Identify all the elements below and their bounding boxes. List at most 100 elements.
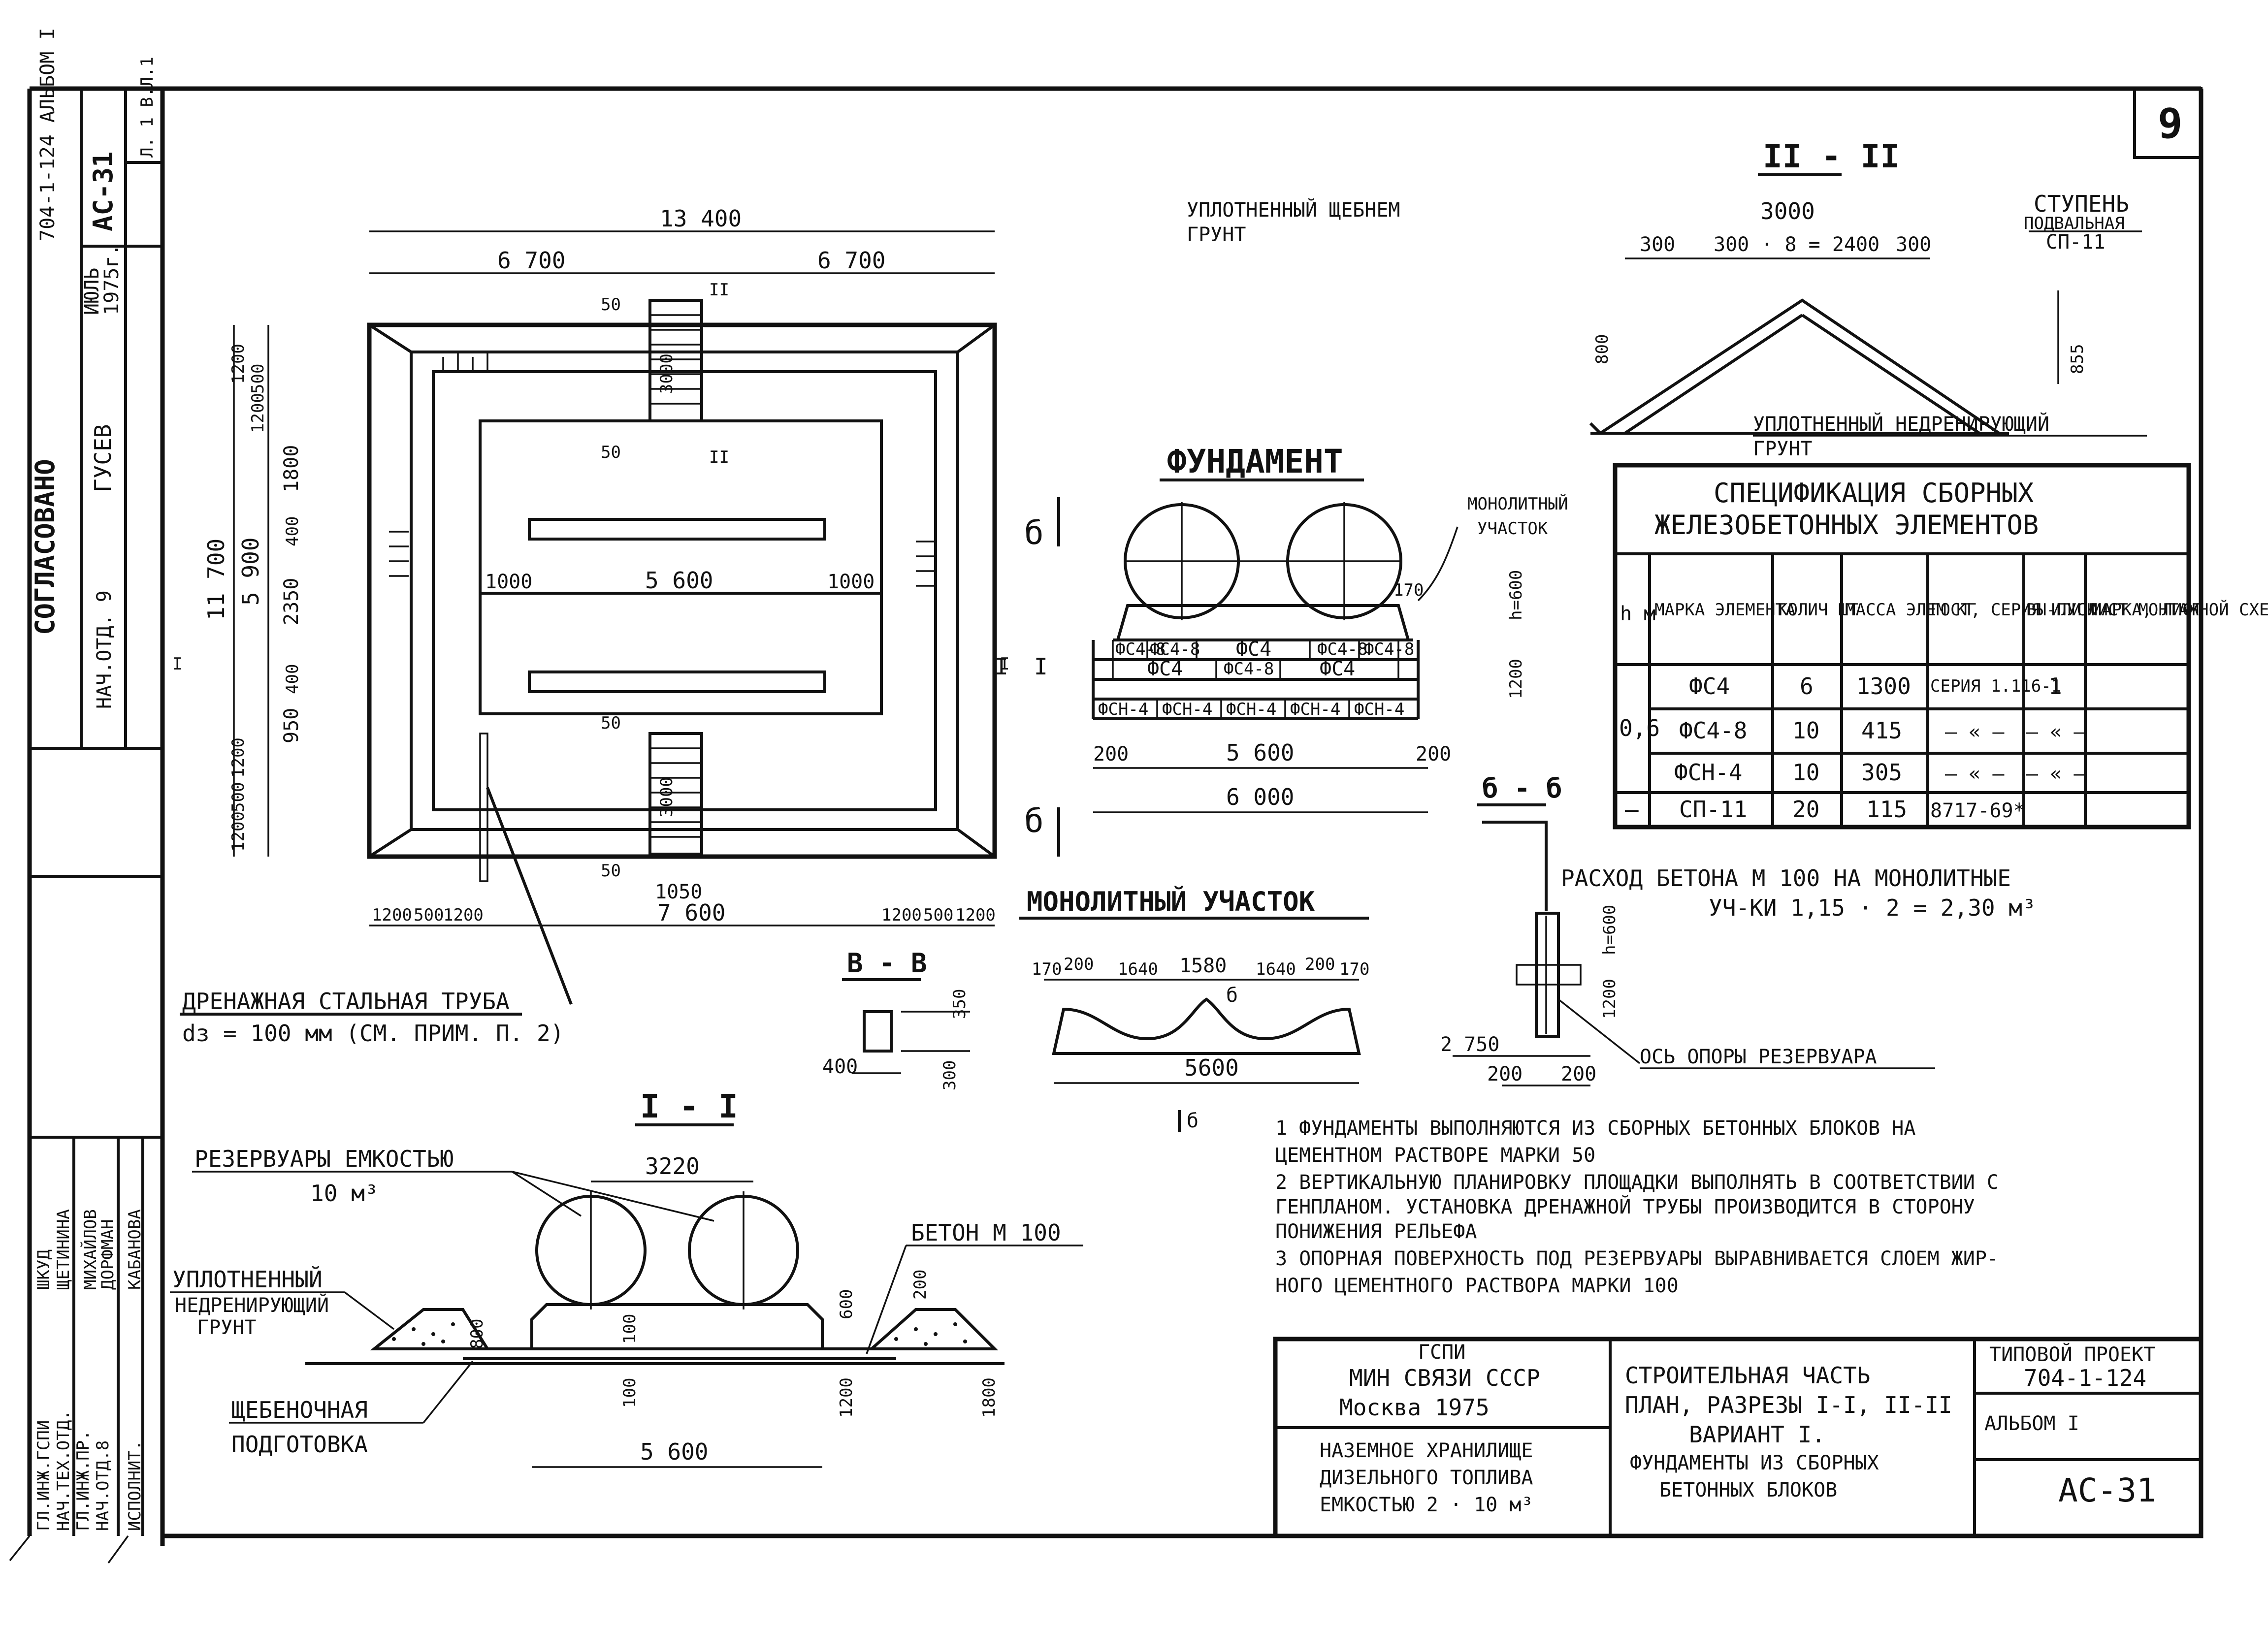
note-line-7: НОГО ЦЕМЕНТНОГО РАСТВОРА МАРКИ 100 — [1275, 1275, 1679, 1297]
section-1-title: I - I — [640, 1087, 738, 1125]
m-dim-1640a: 1640 — [1118, 959, 1158, 979]
stair-dim-1050: 1050 — [655, 881, 702, 903]
spec-header-sheet: ЛИСТ МОНТАЖНОЙ СХЕМЫ — [2088, 600, 2268, 620]
plan-dim-b6: 500 — [923, 905, 953, 925]
plan-dim-m1: 1000 — [485, 571, 532, 593]
plan-dim-b1: 1200 — [372, 905, 412, 925]
plan-dim-l4: 2350 — [280, 578, 303, 625]
step-label-2: ПОДВАЛЬНАЯ — [2024, 214, 2125, 233]
spec-r4-mass: 115 — [1866, 796, 1907, 823]
title-sheet-code: АС-31 — [2058, 1471, 2156, 1509]
plan-dim-b2: 500 — [414, 905, 444, 925]
foundation-view: ФУНДАМЕНТ ФС4-8 ФС4-8 ФС4 ФС4-8 ФС4-8 ФС… — [995, 443, 1568, 857]
name-3: МИХАЙЛОВ — [80, 1209, 100, 1290]
spec-r1-qty: 6 — [1800, 673, 1814, 700]
support-axis-label: ОСЬ ОПОРЫ РЕЗЕРВУАРА — [1640, 1046, 1877, 1068]
block-mid-3: ФС4 — [1320, 658, 1355, 680]
f-dim-200a: 200 — [1093, 743, 1129, 766]
concrete-note: РАСХОД БЕТОНА М 100 НА МОНОЛИТНЫЕ УЧ-КИ … — [1561, 865, 2036, 921]
plan-dim-m2: 5 600 — [645, 567, 713, 594]
stair-dim-50b: 50 — [601, 443, 621, 462]
spec-r3-mark: ФСН-4 — [1674, 759, 1742, 786]
album: АЛЬБОМ I — [1984, 1412, 2079, 1435]
part-5: БЕТОННЫХ БЛОКОВ — [1659, 1479, 1837, 1501]
s2-dim-800: 800 — [1592, 334, 1612, 364]
block-low-1: ФСН-4 — [1098, 700, 1148, 719]
stair-dim-50c: 50 — [601, 713, 621, 733]
s2-dim-855: 855 — [2068, 344, 2087, 374]
block-top-1: ФС4-8 — [1115, 639, 1166, 659]
sheet-frame — [9, 86, 2203, 1564]
name-5: КАБАНОВА — [125, 1209, 145, 1290]
b-dim-1200: 1200 — [1600, 979, 1620, 1019]
b-dim-h600: h=600 — [1600, 905, 1620, 955]
plan-dim-l8: 1200 — [228, 811, 248, 852]
agreed-label: СОГЛАСОВАНО — [30, 459, 61, 635]
step-label-3: СП-11 — [2046, 231, 2105, 254]
s2-soil-1: УПЛОТНЕННЫЙ НЕДРЕНИРУЮЩИЙ — [1753, 412, 2049, 436]
s1-dim-5600: 5 600 — [640, 1438, 708, 1465]
note-line-2: ЦЕМЕНТНОМ РАСТВОРЕ МАРКИ 50 — [1275, 1144, 1595, 1167]
sheet-number: 9 — [2158, 99, 2183, 148]
section-v-v: В - В 350 400 300 — [822, 948, 970, 1090]
plan-dim-b4: 7 600 — [657, 899, 725, 926]
m-dim-1580: 1580 — [1179, 955, 1227, 977]
plan-dim-height: 11 700 — [203, 539, 229, 620]
s1-dim-600: 600 — [837, 1289, 856, 1319]
note-line-1: 1 ФУНДАМЕНТЫ ВЫПОЛНЯЮТСЯ ИЗ СБОРНЫХ БЕТО… — [1275, 1117, 1915, 1140]
s2-dim-a: 300 — [1640, 233, 1675, 256]
block-low-2: ФСН-4 — [1162, 700, 1212, 719]
spec-header-mass: МАССА ЭЛЕМ КГ — [1846, 600, 1976, 620]
m-dim-170b: 170 — [1339, 959, 1369, 979]
spec-r4-h: — — [1625, 796, 1639, 823]
block-top-3: ФС4 — [1236, 638, 1271, 661]
section-1-1: I - I 3220 5 600 800 100 100 600 200 120… — [170, 1087, 1083, 1468]
stair-treads-top — [650, 314, 702, 405]
spec-r1-h: 0,6 — [1619, 715, 1660, 741]
project-code: 704-1-124 АЛЬБОМ I — [36, 28, 59, 241]
signatures-block: ГЛ.ИНЖ.ГСПИ НАЧ.ТЕХ.ОТД. ГЛ.ИНЖ.ПР. НАЧ.… — [34, 1209, 145, 1531]
section-b-b: б - б h=600 1200 2 750 200 200 ОСЬ ОПОРЫ… — [1440, 773, 1935, 1086]
spec-r2-qty: 10 — [1792, 717, 1819, 744]
pipe-label-1: ДРЕНАЖНАЯ СТАЛЬНАЯ ТРУБА — [182, 988, 510, 1015]
f-dim-1200: 1200 — [1506, 659, 1526, 699]
note-line-6: 3 ОПОРНАЯ ПОВЕРХНОСТЬ ПОД РЕЗЕРВУАРЫ ВЫР… — [1275, 1247, 1999, 1270]
spec-r3-mass: 305 — [1861, 759, 1902, 786]
f-mark-i-right: I — [1034, 653, 1048, 680]
org-2: МИН СВЯЗИ СССР — [1349, 1365, 1540, 1391]
notes: 1 ФУНДАМЕНТЫ ВЫПОЛНЯЮТСЯ ИЗ СБОРНЫХ БЕТО… — [1275, 1117, 1999, 1297]
f-dim-h600: h=600 — [1506, 570, 1526, 620]
left-stamp: СОГЛАСОВАНО НАЧ.ОТД. 9 ГУСЕВ 704-1-124 А… — [30, 28, 2183, 1531]
s2-dim-b: 300 · 8 = 2400 — [1714, 233, 1879, 256]
stamp-sheet-code: АС-31 — [88, 151, 119, 231]
spec-header-gost: ГОСТ, СЕРИЯ ИЛИ МАРКА, ЛИСТ — [1930, 600, 2203, 620]
plan-section-mark-2: I — [1000, 654, 1009, 674]
stair-treads-bottom — [650, 747, 702, 838]
plan-dim-l12: 400 — [283, 516, 302, 546]
tanks-label-1: РЕЗЕРВУАРЫ ЕМКОСТЬЮ — [194, 1146, 454, 1172]
s1-soil-3: ГРУНТ — [197, 1316, 256, 1339]
name-2: ЩЕТИНИНА — [54, 1209, 73, 1290]
stamp-year: 1975г. — [100, 244, 123, 316]
spec-r3-gost: — « — — [1945, 763, 2005, 785]
b-dim-200a: 200 — [1487, 1063, 1523, 1085]
s1-soil-2: НЕДРЕНИРУЮЩИЙ — [175, 1293, 329, 1317]
s1-dim-100b: 100 — [620, 1378, 640, 1408]
org-3: Москва 1975 — [1339, 1394, 1490, 1421]
title-block: ГСПИ МИН СВЯЗИ СССР Москва 1975 НАЗЕМНОЕ… — [1273, 1337, 2203, 1538]
stair-dim-50a: 50 — [601, 295, 621, 315]
spec-r4-qty: 20 — [1792, 796, 1819, 823]
block-top-5: ФС4-8 — [1364, 639, 1414, 659]
stamp-month: ИЮЛЬ — [81, 268, 103, 315]
plan-section-mark-4: II — [709, 447, 729, 467]
plan-section-mark-1: I — [172, 654, 182, 674]
plan-dim-b5: 1200 — [881, 905, 922, 925]
stair-dim-top: 3000 — [657, 353, 677, 394]
f-mark-b-top: б — [1024, 514, 1044, 552]
spec-r1-mass: 1300 — [1856, 673, 1911, 700]
stair-dim-bottom: 3000 — [657, 777, 677, 817]
monolith-label-2: УЧАСТОК — [1477, 519, 1548, 539]
s1-dim-200: 200 — [910, 1270, 930, 1300]
spec-r3-issue: — « — — [2026, 763, 2086, 785]
